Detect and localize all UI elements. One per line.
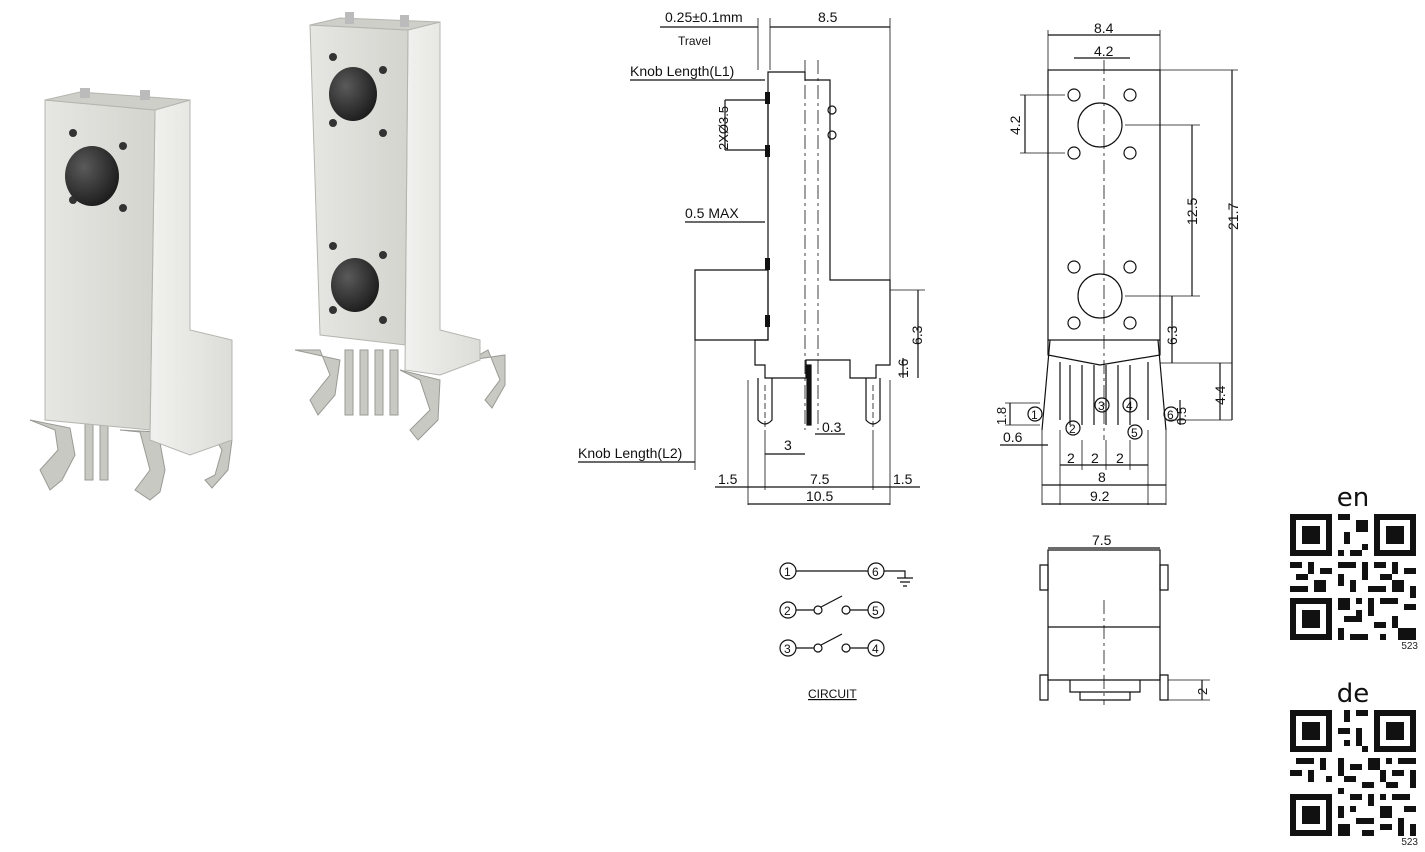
qr-number: 523 [1401, 837, 1418, 848]
dim-bottom-view-height: 2 [1195, 688, 1210, 695]
dim-front-6-3: 6.3 [1164, 325, 1180, 345]
dim-front-21-7: 21.7 [1225, 203, 1241, 230]
qr-language-label: en [1336, 483, 1370, 513]
circuit-diagram: 1 6 2 5 3 4 CIRCUIT [779, 562, 913, 701]
dim-front-0-6: 0.6 [1003, 429, 1023, 445]
dim-side-6-3: 6.3 [909, 325, 925, 345]
dim-front-4-4: 4.4 [1212, 385, 1228, 405]
technical-drawing: 0.25±0.1mm Travel 8.5 Knob Length(L1) 2X… [560, 0, 1280, 710]
pin-number-6: 6 [1167, 408, 1174, 422]
label-half-max: 0.5 MAX [685, 205, 739, 221]
label-knob-length-l2: Knob Length(L2) [578, 445, 682, 461]
qr-code-de[interactable]: 523 [1290, 710, 1418, 848]
dim-side-top-width: 8.5 [818, 9, 838, 25]
qr-language-label: de [1336, 679, 1370, 709]
qr-number: 523 [1401, 641, 1418, 652]
dim-side-bottom-right: 1.5 [893, 471, 913, 487]
dim-front-top-outer: 8.4 [1094, 20, 1114, 36]
label-hole-spec: 2XØ3.5 [716, 106, 731, 150]
circuit-pin-4: 4 [872, 642, 879, 656]
front-view: 8.4 4.2 4.2 12.5 21.7 6.3 4.4 0.5 1.8 0.… [994, 20, 1241, 505]
dim-front-1-8: 1.8 [994, 407, 1009, 425]
side-view: 0.25±0.1mm Travel 8.5 Knob Length(L1) 2X… [578, 9, 925, 505]
pin-number-4: 4 [1126, 399, 1133, 413]
dim-front-pitch-a: 2 [1067, 450, 1075, 466]
qr-block-en: en 523 [1288, 483, 1418, 652]
double-button-switch-render [294, 12, 506, 441]
dim-travel: 0.25±0.1mm [665, 9, 743, 25]
dim-side-bottom-left: 1.5 [718, 471, 738, 487]
circuit-label: CIRCUIT [808, 687, 857, 701]
circuit-pin-1: 1 [784, 565, 791, 579]
dim-bottom-view-width: 7.5 [1092, 532, 1112, 548]
dim-front-8: 8 [1098, 469, 1106, 485]
qr-code-en[interactable]: 523 [1290, 514, 1418, 652]
dim-side-bottom-mid: 7.5 [810, 471, 830, 487]
product-render-image [29, 12, 506, 501]
pin-number-1: 1 [1031, 408, 1038, 422]
pin-numbers: 1 2 3 4 5 6 [1027, 397, 1179, 440]
dim-side-1-6: 1.6 [895, 358, 911, 378]
dim-side-0-3: 0.3 [822, 419, 842, 435]
dim-front-pitch-b: 2 [1091, 450, 1099, 466]
circuit-pin-6: 6 [872, 565, 879, 579]
pin-number-2: 2 [1069, 422, 1076, 436]
label-travel: Travel [678, 34, 711, 48]
single-button-switch-render [29, 88, 233, 501]
dim-side-3: 3 [784, 437, 792, 453]
qr-pattern [1290, 514, 1416, 640]
label-knob-length-l1: Knob Length(L1) [630, 63, 734, 79]
circuit-pin-2: 2 [784, 604, 791, 618]
dim-front-9-2: 9.2 [1090, 488, 1110, 504]
bottom-view: 7.5 2 [1039, 532, 1210, 705]
dim-front-pitch-c: 2 [1116, 450, 1124, 466]
circuit-pin-3: 3 [784, 642, 791, 656]
dim-side-total-width: 10.5 [806, 488, 833, 504]
dim-front-12-5: 12.5 [1184, 198, 1200, 225]
circuit-pin-5: 5 [872, 604, 879, 618]
dim-front-top-inner: 4.2 [1094, 43, 1114, 59]
qr-block-de: de 523 [1288, 679, 1418, 848]
dim-front-left-pitch: 4.2 [1007, 115, 1023, 135]
qr-pattern [1290, 710, 1416, 836]
pin-number-3: 3 [1098, 399, 1105, 413]
pin-number-5: 5 [1131, 426, 1138, 440]
